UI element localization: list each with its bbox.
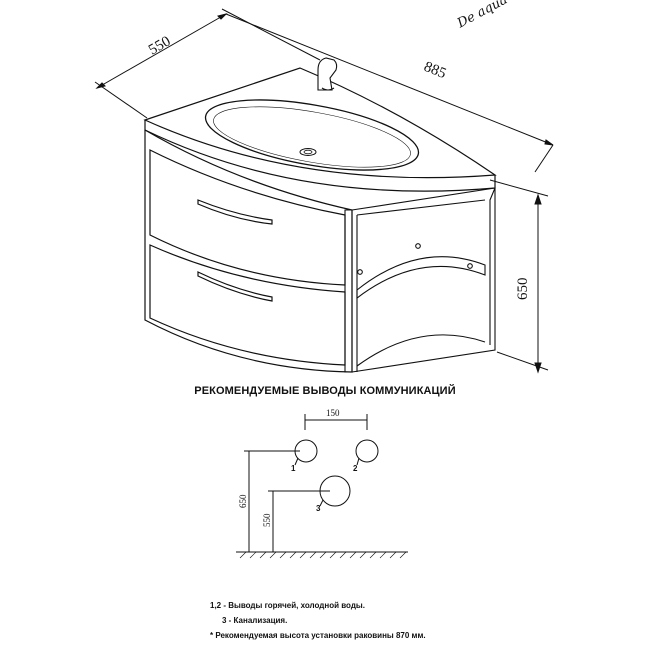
note-height: * Рекомендуемая высота установки раковин… <box>210 631 426 640</box>
dimension-width-label: 550 <box>146 33 173 58</box>
connections-heading: РЕКОМЕНДУЕМЫЕ ВЫВОДЫ КОММУНИКАЦИЙ <box>194 385 456 397</box>
open-shelf <box>344 187 496 373</box>
spacing-label: 150 <box>326 408 340 418</box>
dimension-height-label: 650 <box>515 278 531 301</box>
note-drain: 3 - Канализация. <box>222 616 288 625</box>
outlet-label-2: 2 <box>353 464 358 473</box>
dimension-650 <box>489 179 549 374</box>
note-water: 1,2 - Выводы горячей, холодной воды. <box>210 601 365 610</box>
drawer-lower <box>149 244 346 366</box>
handle-upper <box>197 199 273 225</box>
outlet-label-1: 1 <box>291 464 296 473</box>
notes: 1,2 - Выводы горячей, холодной воды. 3 -… <box>210 598 426 643</box>
basin <box>204 99 420 171</box>
outlet-1 <box>294 439 318 463</box>
handle-lower <box>197 271 273 302</box>
outlet-2 <box>355 439 379 463</box>
faucet <box>317 57 338 91</box>
outlet-3 <box>319 475 351 507</box>
outlet-label-3: 3 <box>316 504 321 513</box>
connection-scheme <box>236 414 408 559</box>
dimension-length-label: 885 <box>422 59 449 82</box>
water-height-label: 650 <box>238 494 248 508</box>
dimension-885 <box>225 13 554 173</box>
drain-height-label: 550 <box>262 513 272 527</box>
dimension-550 <box>94 8 321 119</box>
